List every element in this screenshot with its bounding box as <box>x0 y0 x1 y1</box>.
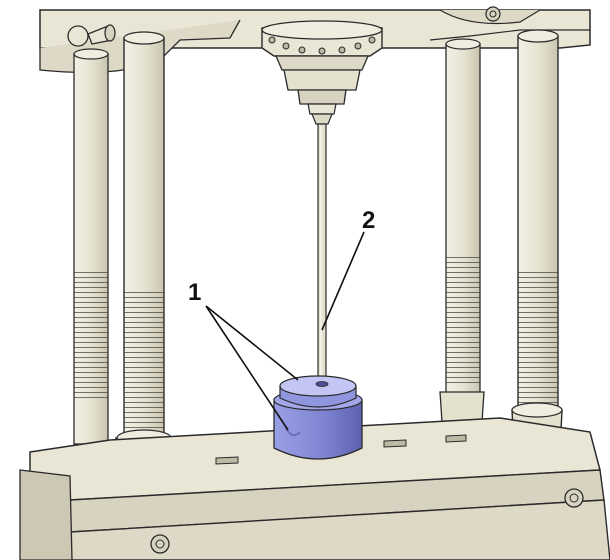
flange-bolts <box>268 36 376 55</box>
bed-bolt-icon <box>564 488 584 508</box>
workpiece <box>273 375 363 460</box>
callout-label-2: 2 <box>362 207 375 234</box>
bed-bolt-icon <box>150 534 170 554</box>
press-head <box>261 20 383 125</box>
knob-icon <box>67 24 116 47</box>
callout-label-1: 1 <box>188 279 201 306</box>
press-rod <box>317 123 327 389</box>
press-columns <box>73 29 563 491</box>
leader-lines <box>205 231 365 431</box>
bolt-icon <box>485 6 501 22</box>
